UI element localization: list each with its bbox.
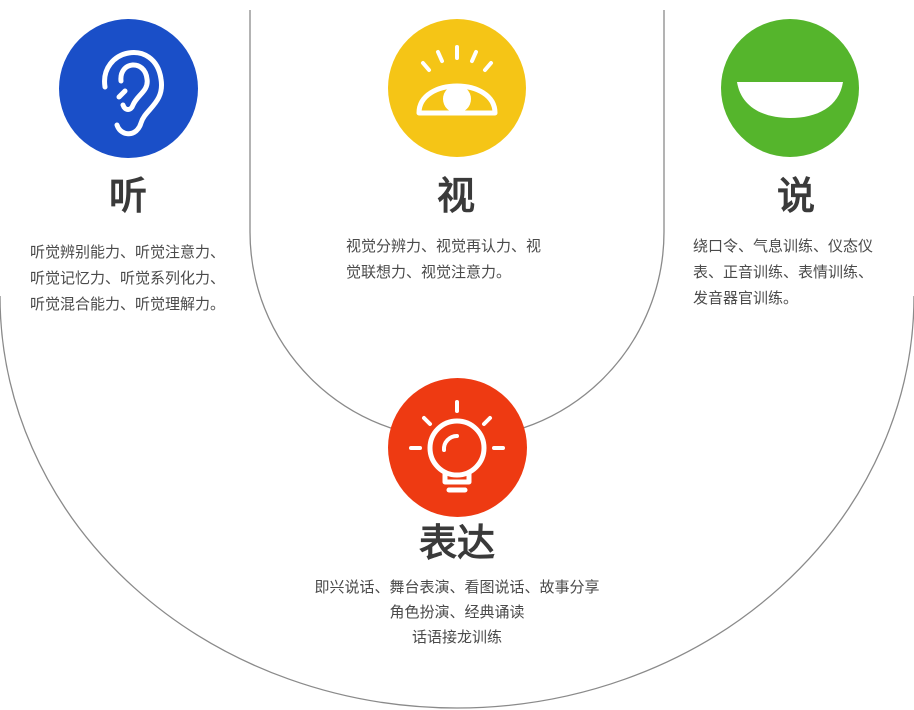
ear-icon [102,50,164,137]
lightbulb-icon [409,400,505,493]
mouth-icon [737,82,843,118]
express-circle [388,378,527,517]
speak-circle [721,19,859,157]
express-line: 即兴说话、舞台表演、看图说话、故事分享 [314,578,600,596]
speak-line: 发音器官训练。 [693,289,799,307]
listen-line: 听觉辨别能力、听觉注意力、 [30,243,226,261]
speak-line: 表、正音训练、表情训练、 [693,263,874,281]
express-title: 表达 [418,521,495,565]
see-description: 视觉分辨力、视觉再认力、视 觉联想力、视觉注意力。 [346,233,541,285]
outer-arc [0,295,914,709]
see-line: 视觉分辨力、视觉再认力、视 [346,237,542,255]
see-line: 觉联想力、视觉注意力。 [346,263,512,281]
speak-title: 说 [776,174,815,218]
listen-description: 听觉辨别能力、听觉注意力、 听觉记忆力、听觉系列化力、 听觉混合能力、听觉理解力… [30,239,225,317]
express-description: 即兴说话、舞台表演、看图说话、故事分享 角色扮演、经典诵读 话语接龙训练 [290,575,624,650]
see-title: 视 [436,174,475,218]
listen-line: 听觉混合能力、听觉理解力。 [30,295,226,313]
express-line: 话语接龙训练 [411,628,502,646]
eye-icon [416,45,498,116]
speak-line: 绕口令、气息训练、仪态仪 [693,237,874,255]
see-circle [388,19,526,157]
listen-title: 听 [108,174,147,218]
speak-description: 绕口令、气息训练、仪态仪 表、正音训练、表情训练、 发音器官训练。 [693,233,873,311]
listen-line: 听觉记忆力、听觉系列化力、 [30,269,226,287]
listen-circle [59,19,198,158]
express-line: 角色扮演、经典诵读 [389,603,525,621]
